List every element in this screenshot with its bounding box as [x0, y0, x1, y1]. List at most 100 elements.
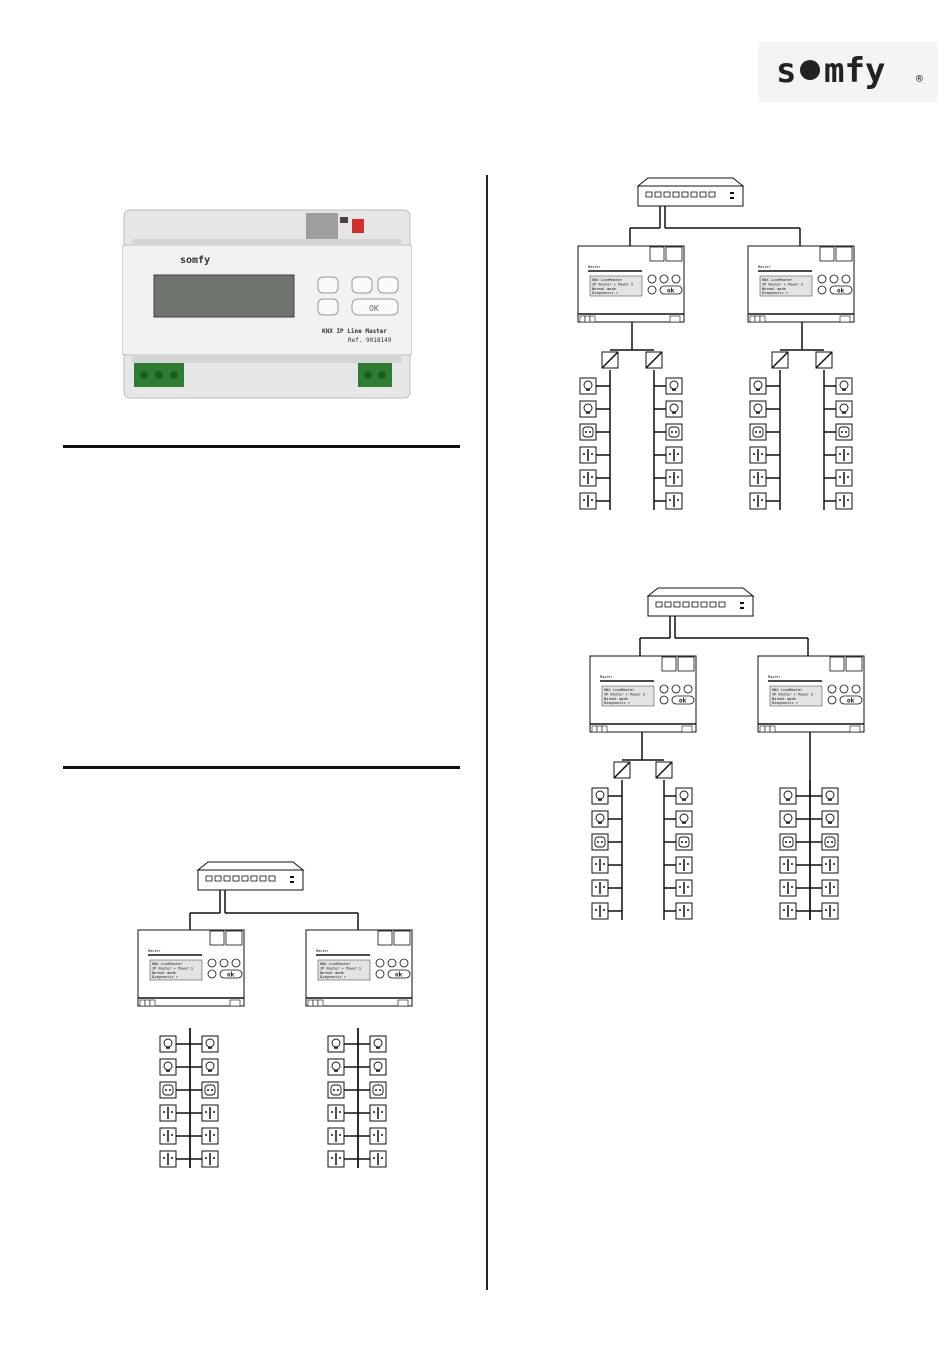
blind-icon [749, 446, 767, 464]
ok-key-label: ok [227, 972, 235, 979]
blind-icon [665, 446, 683, 464]
display-line: Diagnostic > [604, 701, 631, 705]
controller-header: Master [316, 949, 329, 953]
socket-icon [159, 1081, 177, 1099]
lamp-icon [779, 787, 797, 805]
line-coupler [613, 761, 631, 779]
lamp-icon [779, 810, 797, 828]
lamp-icon [201, 1058, 219, 1076]
display-line: Normal mode [762, 287, 786, 291]
product-photo: somfy OK KNX IP Line Master Ref. 9018149 [122, 209, 412, 399]
device-line [823, 370, 853, 510]
blind-icon [749, 469, 767, 487]
line-coupler [601, 351, 619, 369]
device-line [327, 1028, 359, 1168]
lamp-icon [821, 787, 839, 805]
controller-header: Master [148, 949, 161, 953]
display-line: Diagnostic > [320, 975, 347, 979]
blind-icon [579, 446, 597, 464]
ok-key-label: ok [679, 698, 687, 705]
blind-icon [675, 856, 693, 874]
device-line [809, 780, 839, 920]
display-line: KNX LineMaster [772, 688, 803, 692]
blind-icon [327, 1150, 345, 1168]
blind-icon [835, 492, 853, 510]
lamp-icon [591, 810, 609, 828]
network-switch [636, 177, 745, 207]
ok-key-label: ok [837, 288, 845, 295]
display-line: IP Router + Power S [772, 692, 813, 696]
device-line [653, 370, 683, 510]
display-line: IP Router + Power S [320, 966, 361, 970]
blind-icon [749, 492, 767, 510]
display-line: KNX LineMaster [604, 688, 635, 692]
blind-icon [591, 856, 609, 874]
svg-text:Ref. 9018149: Ref. 9018149 [348, 337, 392, 344]
device-line [591, 780, 623, 920]
blind-icon [779, 879, 797, 897]
blind-icon [665, 492, 683, 510]
line-coupler [655, 761, 673, 779]
socket-icon [665, 423, 683, 441]
display-line: IP Router + Power S [592, 282, 633, 286]
lamp-icon [675, 787, 693, 805]
svg-text:KNX IP Line Master: KNX IP Line Master [322, 328, 387, 335]
blind-icon [665, 469, 683, 487]
device-line [779, 780, 811, 920]
display-line: KNX LineMaster [592, 278, 623, 282]
display-line: Normal mode [592, 287, 616, 291]
network-switch [196, 861, 305, 891]
lamp-icon [327, 1058, 345, 1076]
socket-icon [835, 423, 853, 441]
device-line [357, 1028, 387, 1168]
lamp-icon [749, 400, 767, 418]
lamp-icon [159, 1058, 177, 1076]
device-line [159, 1028, 191, 1168]
display-line: Normal mode [320, 971, 344, 975]
lamp-icon [591, 787, 609, 805]
blind-icon [835, 469, 853, 487]
display-line: Diagnostic > [772, 701, 799, 705]
blind-icon [201, 1127, 219, 1145]
blind-icon [327, 1127, 345, 1145]
blind-icon [201, 1150, 219, 1168]
svg-text:s: s [776, 51, 797, 91]
lamp-icon [665, 400, 683, 418]
socket-icon [591, 833, 609, 851]
blind-icon [675, 879, 693, 897]
display-line: IP Router + Power S [152, 966, 193, 970]
blind-icon [579, 469, 597, 487]
socket-icon [749, 423, 767, 441]
lamp-icon [201, 1035, 219, 1053]
blind-icon [591, 902, 609, 920]
blind-icon [201, 1104, 219, 1122]
line-coupler [645, 351, 663, 369]
display-line: KNX LineMaster [152, 962, 183, 966]
display-line: KNX LineMaster [320, 962, 351, 966]
socket-icon [369, 1081, 387, 1099]
controller-header: Master [600, 675, 613, 679]
lamp-icon [835, 377, 853, 395]
svg-text:somfy: somfy [180, 255, 210, 266]
blind-icon [835, 446, 853, 464]
blind-icon [779, 902, 797, 920]
lamp-icon [579, 400, 597, 418]
blind-icon [159, 1150, 177, 1168]
display-line: Diagnostic > [592, 291, 619, 295]
display-line: Diagnostic > [152, 975, 179, 979]
lamp-icon [821, 810, 839, 828]
display-line: Normal mode [772, 697, 796, 701]
device-line [663, 780, 693, 920]
socket-icon [675, 833, 693, 851]
lamp-icon [665, 377, 683, 395]
blind-icon [579, 492, 597, 510]
svg-text:mfy: mfy [824, 51, 885, 91]
lamp-icon [749, 377, 767, 395]
svg-text:OK: OK [369, 304, 379, 313]
lamp-icon [369, 1058, 387, 1076]
